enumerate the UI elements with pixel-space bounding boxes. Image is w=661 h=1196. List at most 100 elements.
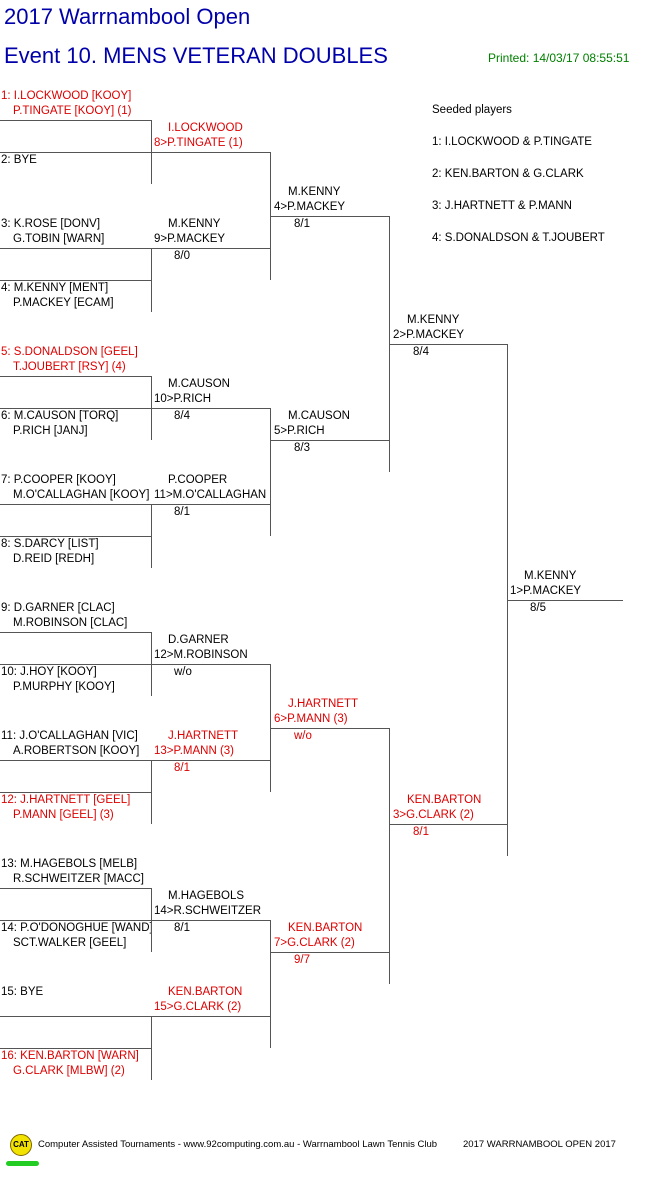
bracket-line bbox=[0, 920, 152, 921]
bracket-connector bbox=[151, 632, 152, 696]
bracket-line bbox=[152, 920, 271, 921]
bracket-line bbox=[0, 1016, 152, 1017]
match-winner-line: 15>G.CLARK (2) bbox=[154, 1001, 242, 1013]
entry-partner-line: D.REID [REDH] bbox=[13, 553, 95, 565]
bracket-line bbox=[152, 248, 271, 249]
bracket-line bbox=[0, 664, 152, 665]
bracket-line bbox=[0, 504, 152, 505]
bracket-line bbox=[0, 792, 152, 793]
bracket-line bbox=[271, 728, 390, 729]
entry-seed-line: 15: BYE bbox=[1, 986, 44, 998]
entry-seed-line: 3: K.ROSE [DONV] bbox=[1, 218, 101, 230]
match-score: 8/1 bbox=[294, 218, 310, 230]
match-winner-line: 4>P.MACKEY bbox=[274, 201, 346, 213]
bracket-line bbox=[152, 664, 271, 665]
footer-tournament: 2017 WARRNAMBOOL OPEN 2017 bbox=[463, 1139, 616, 1150]
bracket-connector bbox=[151, 888, 152, 952]
bracket-line bbox=[152, 1016, 271, 1017]
tournament-title: 2017 Warrnambool Open bbox=[4, 4, 251, 29]
entry-seed-line: 1: I.LOCKWOOD [KOOY] bbox=[1, 90, 132, 102]
match-winner-line: 12>M.ROBINSON bbox=[154, 649, 248, 661]
bracket-connector bbox=[270, 408, 271, 536]
footer-credit: Computer Assisted Tournaments - www.92co… bbox=[38, 1139, 438, 1150]
bracket-connector bbox=[151, 504, 152, 568]
match-winner-line: 2>P.MACKEY bbox=[393, 329, 465, 341]
match-winner-line: KEN.BARTON bbox=[288, 922, 363, 934]
match-winner-line: D.GARNER bbox=[168, 634, 229, 646]
bracket-line bbox=[271, 440, 390, 441]
entry-seed-line: 16: KEN.BARTON [WARN] bbox=[1, 1050, 139, 1062]
event-title: Event 10. MENS VETERAN DOUBLES bbox=[4, 43, 388, 68]
match-score: 8/1 bbox=[413, 826, 429, 838]
match-score: w/o bbox=[174, 666, 192, 678]
match-score: 8/5 bbox=[530, 602, 546, 614]
entry-seed-line: 2: BYE bbox=[1, 154, 37, 166]
match-score: 8/4 bbox=[174, 410, 190, 422]
seeded-heading: Seeded players bbox=[432, 104, 512, 116]
entry-partner-line: P.MANN [GEEL] (3) bbox=[13, 809, 114, 821]
bracket-line bbox=[271, 952, 390, 953]
bracket-line bbox=[271, 216, 390, 217]
match-winner-line: 13>P.MANN (3) bbox=[154, 745, 235, 757]
entry-partner-line: A.ROBERTSON [KOOY] bbox=[13, 745, 140, 757]
entry-seed-line: 13: M.HAGEBOLS [MELB] bbox=[1, 858, 138, 870]
match-winner-line: 8>P.TINGATE (1) bbox=[154, 137, 243, 149]
bracket-line bbox=[0, 1048, 152, 1049]
match-winner-line: 11>M.O'CALLAGHAN bbox=[154, 489, 267, 501]
match-winner-line: KEN.BARTON bbox=[407, 794, 482, 806]
seed-item: 2: KEN.BARTON & G.CLARK bbox=[432, 168, 584, 180]
bracket-line bbox=[0, 152, 152, 153]
bracket-line bbox=[390, 344, 508, 345]
match-winner-line: M.CAUSON bbox=[288, 410, 350, 422]
entry-partner-line: G.CLARK [MLBW] (2) bbox=[13, 1065, 125, 1077]
bracket-connector bbox=[151, 376, 152, 440]
bracket-line bbox=[0, 888, 152, 889]
match-winner-line: 6>P.MANN (3) bbox=[274, 713, 348, 725]
bracket-line bbox=[0, 120, 152, 121]
match-winner-line: 5>P.RICH bbox=[274, 425, 325, 437]
entry-partner-line: M.ROBINSON [CLAC] bbox=[13, 617, 128, 629]
bracket-line bbox=[0, 248, 152, 249]
bracket-connector bbox=[270, 920, 271, 1048]
bracket-line bbox=[0, 376, 152, 377]
bracket-connector bbox=[507, 344, 508, 856]
bracket-line bbox=[0, 408, 152, 409]
entry-partner-line: P.TINGATE [KOOY] (1) bbox=[13, 105, 132, 117]
match-score: w/o bbox=[294, 730, 312, 742]
entry-seed-line: 6: M.CAUSON [TORQ] bbox=[1, 410, 119, 422]
entry-seed-line: 11: J.O'CALLAGHAN [VIC] bbox=[1, 730, 138, 742]
match-score: 8/4 bbox=[413, 346, 429, 358]
bracket-line bbox=[152, 504, 271, 505]
entry-seed-line: 12: J.HARTNETT [GEEL] bbox=[1, 794, 131, 806]
entry-seed-line: 8: S.DARCY [LIST] bbox=[1, 538, 99, 550]
match-score: 8/1 bbox=[174, 506, 190, 518]
entry-partner-line: P.MACKEY [ECAM] bbox=[13, 297, 114, 309]
entry-partner-line: G.TOBIN [WARN] bbox=[13, 233, 105, 245]
match-winner-line: M.KENNY bbox=[407, 314, 460, 326]
match-winner-line: M.CAUSON bbox=[168, 378, 230, 390]
seed-item: 1: I.LOCKWOOD & P.TINGATE bbox=[432, 136, 592, 148]
match-score: 8/3 bbox=[294, 442, 310, 454]
entry-partner-line: P.MURPHY [KOOY] bbox=[13, 681, 115, 693]
match-score: 8/1 bbox=[174, 762, 190, 774]
match-winner-line: M.KENNY bbox=[288, 186, 341, 198]
match-score: 8/0 bbox=[174, 250, 190, 262]
entry-seed-line: 10: J.HOY [KOOY] bbox=[1, 666, 97, 678]
match-winner-line: 1>P.MACKEY bbox=[510, 585, 582, 597]
entry-seed-line: 14: P.O'DONOGHUE [WAND] bbox=[1, 922, 153, 934]
bracket-line bbox=[152, 152, 271, 153]
seed-item: 4: S.DONALDSON & T.JOUBERT bbox=[432, 232, 605, 244]
bracket-connector bbox=[389, 728, 390, 984]
bracket-connector bbox=[151, 120, 152, 184]
match-winner-line: J.HARTNETT bbox=[288, 698, 359, 710]
match-winner-line: M.HAGEBOLS bbox=[168, 890, 245, 902]
bracket-line bbox=[508, 600, 623, 601]
entry-partner-line: M.O'CALLAGHAN [KOOY] bbox=[13, 489, 150, 501]
bracket-connector bbox=[151, 248, 152, 312]
bracket-line bbox=[152, 760, 271, 761]
seed-item: 3: J.HARTNETT & P.MANN bbox=[432, 200, 572, 212]
entry-partner-line: P.RICH [JANJ] bbox=[13, 425, 88, 437]
match-winner-line: M.KENNY bbox=[524, 570, 577, 582]
match-winner-line: 14>R.SCHWEITZER bbox=[154, 905, 262, 917]
bracket-line bbox=[152, 408, 271, 409]
